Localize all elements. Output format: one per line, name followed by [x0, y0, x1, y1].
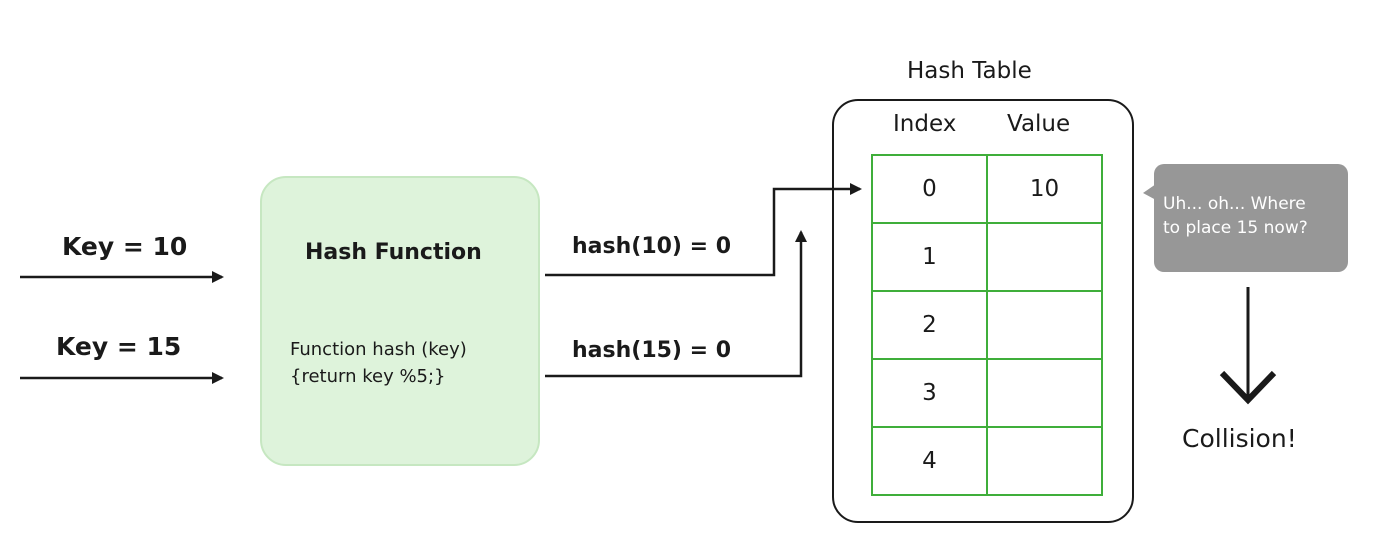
- index-cell: 4: [871, 426, 988, 496]
- index-cell: 0: [871, 154, 988, 224]
- hash-function-code: Function hash (key) {return key %5;}: [290, 336, 467, 390]
- hash-function-box: [260, 176, 540, 466]
- index-column-header: Index: [893, 111, 957, 137]
- speech-bubble: [1154, 164, 1348, 272]
- hash-table-frame: [832, 99, 1134, 523]
- index-cell: 2: [871, 290, 988, 360]
- table-row: 4: [871, 426, 1103, 496]
- key-15-label: Key = 15: [56, 332, 182, 361]
- index-cell: 1: [871, 222, 988, 292]
- value-cell: [986, 426, 1103, 496]
- hash-table-title: Hash Table: [907, 58, 1032, 84]
- code-line-1: Function hash (key): [290, 339, 467, 360]
- value-cell: [986, 358, 1103, 428]
- table-row: 3: [871, 358, 1103, 428]
- table-row: 2: [871, 290, 1103, 360]
- hash-15-label: hash(15) = 0: [572, 338, 732, 363]
- key-10-label: Key = 10: [62, 232, 188, 261]
- value-column-header: Value: [1007, 111, 1071, 137]
- value-cell: [986, 222, 1103, 292]
- index-cell: 3: [871, 358, 988, 428]
- bubble-line-2: to place 15 now?: [1163, 218, 1308, 238]
- chevron-down-icon: [1219, 370, 1277, 405]
- speech-bubble-text: Uh... oh... Where to place 15 now?: [1163, 192, 1308, 240]
- bubble-tail: [1143, 184, 1156, 200]
- bubble-line-1: Uh... oh... Where: [1163, 194, 1306, 214]
- collision-label: Collision!: [1182, 424, 1297, 453]
- value-cell: [986, 290, 1103, 360]
- hash-10-label: hash(10) = 0: [572, 234, 732, 259]
- value-cell: 10: [986, 154, 1103, 224]
- hash15-connector: [545, 230, 807, 378]
- table-row: 1: [871, 222, 1103, 292]
- hash-function-title: Hash Function: [305, 240, 482, 265]
- table-row: 0 10: [871, 154, 1103, 224]
- hash-table: 0 10 1 2 3 4: [871, 154, 1103, 496]
- hash10-connector: [545, 183, 862, 277]
- code-line-2: {return key %5;}: [290, 366, 446, 387]
